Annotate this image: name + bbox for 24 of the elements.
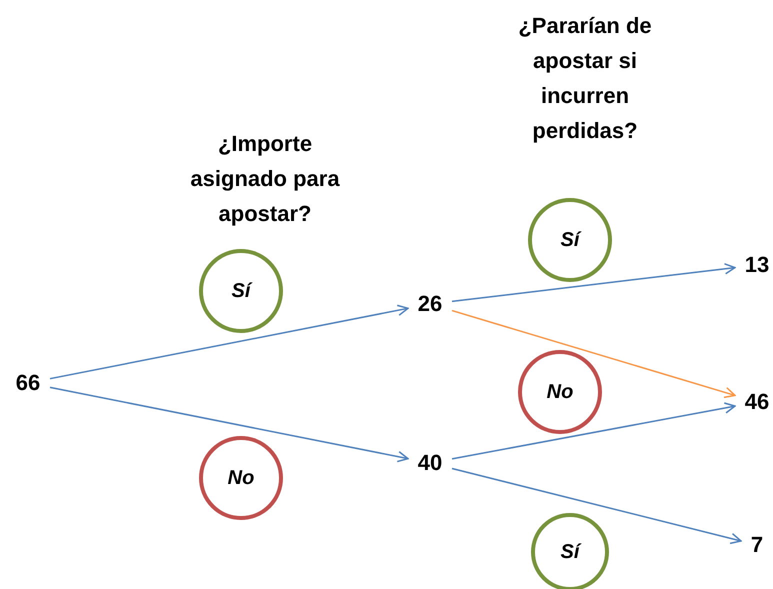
answer-label: No [546, 380, 574, 404]
arrow [452, 402, 736, 460]
answer-circle [518, 350, 602, 434]
answer-label: Sí [560, 228, 580, 252]
answer-circle [531, 513, 609, 589]
arrow [50, 386, 409, 462]
count-value: 13 [739, 250, 773, 280]
count-value: 7 [745, 530, 769, 560]
count-value: 26 [412, 289, 448, 319]
answer-label: Sí [560, 540, 580, 564]
arrow [452, 263, 736, 302]
arrow [452, 468, 742, 544]
count-value: 40 [412, 448, 448, 478]
answer-label: No [228, 466, 254, 490]
question-heading: ¿Importe asignado para apostar? [189, 130, 341, 228]
arrow [50, 304, 409, 380]
count-value: 66 [10, 368, 46, 398]
count-value: 46 [739, 387, 773, 417]
answer-circle [199, 249, 283, 333]
answer-label: Sí [232, 280, 250, 302]
answer-circle [199, 436, 283, 520]
answer-circle [528, 198, 612, 282]
question-heading: ¿Pararían de apostar si incurren perdidas? [517, 12, 653, 145]
arrow [452, 310, 736, 398]
